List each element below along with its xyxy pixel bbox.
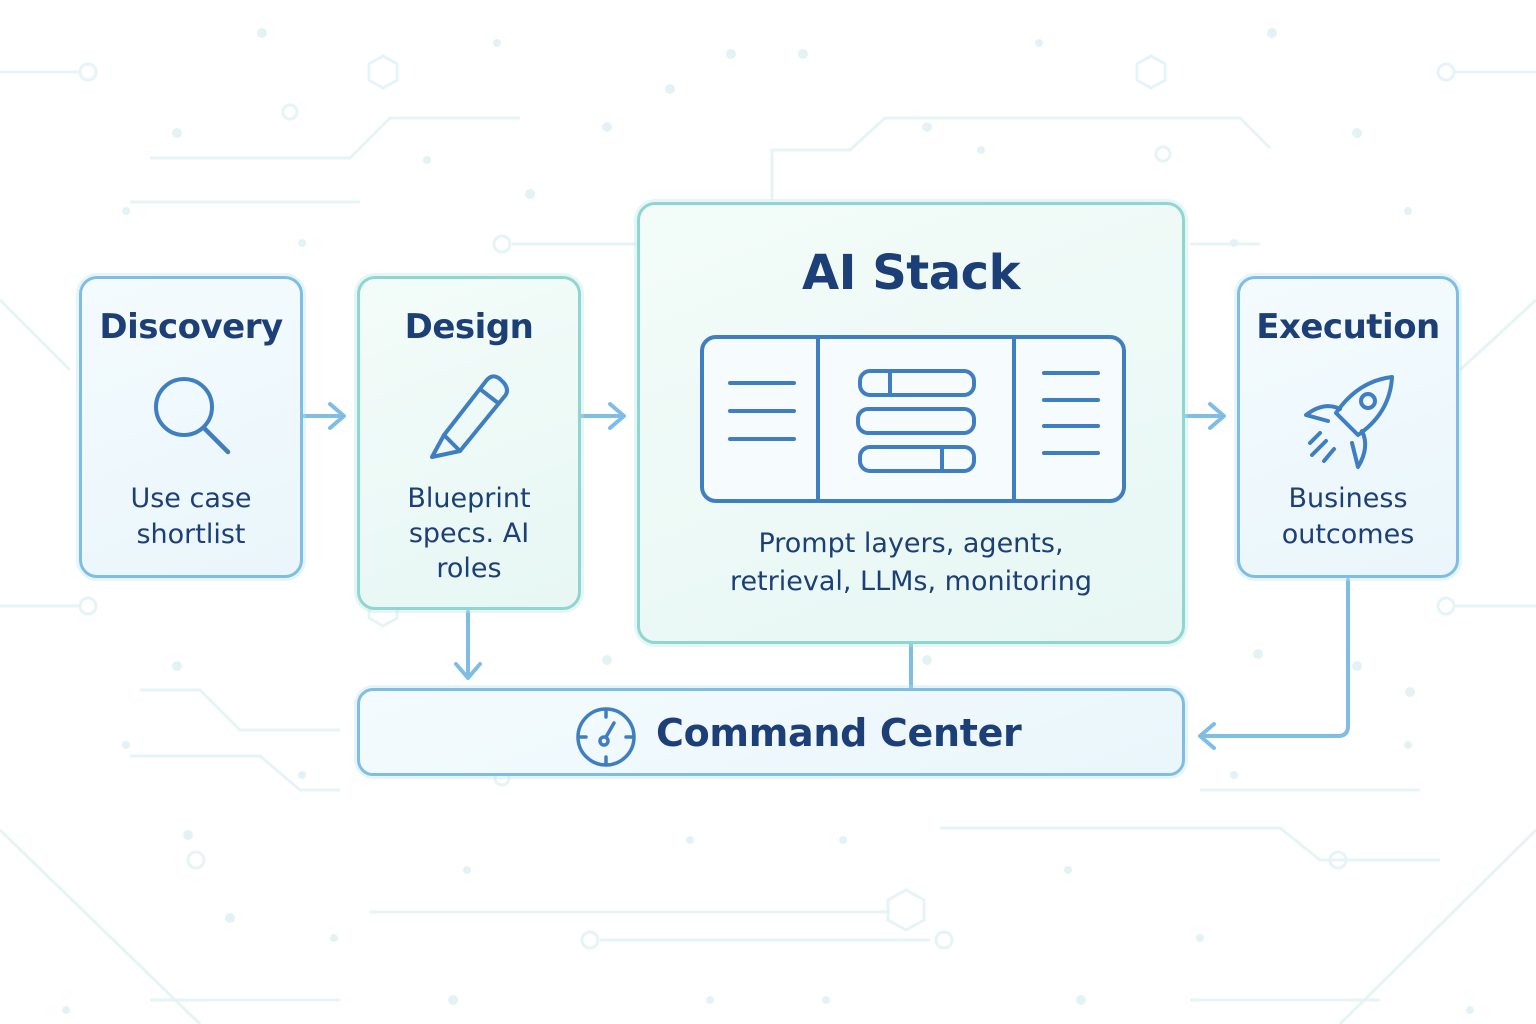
pencil-icon — [430, 374, 509, 459]
design-card[interactable]: Design Blueprint specs. AI roles — [357, 276, 581, 610]
execution-description: Business outcomes — [1240, 481, 1456, 553]
ai-stack-description-line: Prompt layers, agents, — [758, 528, 1064, 559]
discovery-description-line: Use case — [130, 483, 252, 514]
ai-stack-description-line: retrieval, LLMs, monitoring — [729, 566, 1093, 597]
gauge-icon — [576, 707, 636, 767]
ai-stack-description: Prompt layers, agents, retrieval, LLMs, … — [640, 525, 1182, 601]
rocket-icon — [1304, 375, 1394, 469]
design-description-line: roles — [436, 553, 502, 584]
design-description: Blueprint specs. AI roles — [360, 481, 578, 586]
discovery-title: Discovery — [99, 307, 283, 347]
execution-description-line: outcomes — [1281, 519, 1415, 550]
design-title: Design — [404, 307, 534, 347]
discovery-card[interactable]: Discovery Use case shortlist — [79, 276, 303, 578]
execution-title: Execution — [1256, 307, 1440, 347]
command-center-bar[interactable]: Command Center — [357, 688, 1185, 776]
ai-stack-title: AI Stack — [802, 245, 1021, 301]
magnifier-icon — [154, 377, 231, 455]
design-description-line: specs. AI — [408, 518, 530, 549]
stack-panel-icon — [700, 335, 1126, 503]
command-center-label: Command Center — [656, 711, 1022, 755]
execution-description-line: Business — [1288, 483, 1408, 514]
design-description-line: Blueprint — [407, 483, 531, 514]
execution-card[interactable]: Execution Business outcomes — [1237, 276, 1459, 578]
discovery-description: Use case shortlist — [82, 481, 300, 553]
ai-stack-card[interactable]: AI Stack Prompt layers, agents, retrieva… — [637, 202, 1185, 644]
discovery-description-line: shortlist — [136, 519, 246, 550]
